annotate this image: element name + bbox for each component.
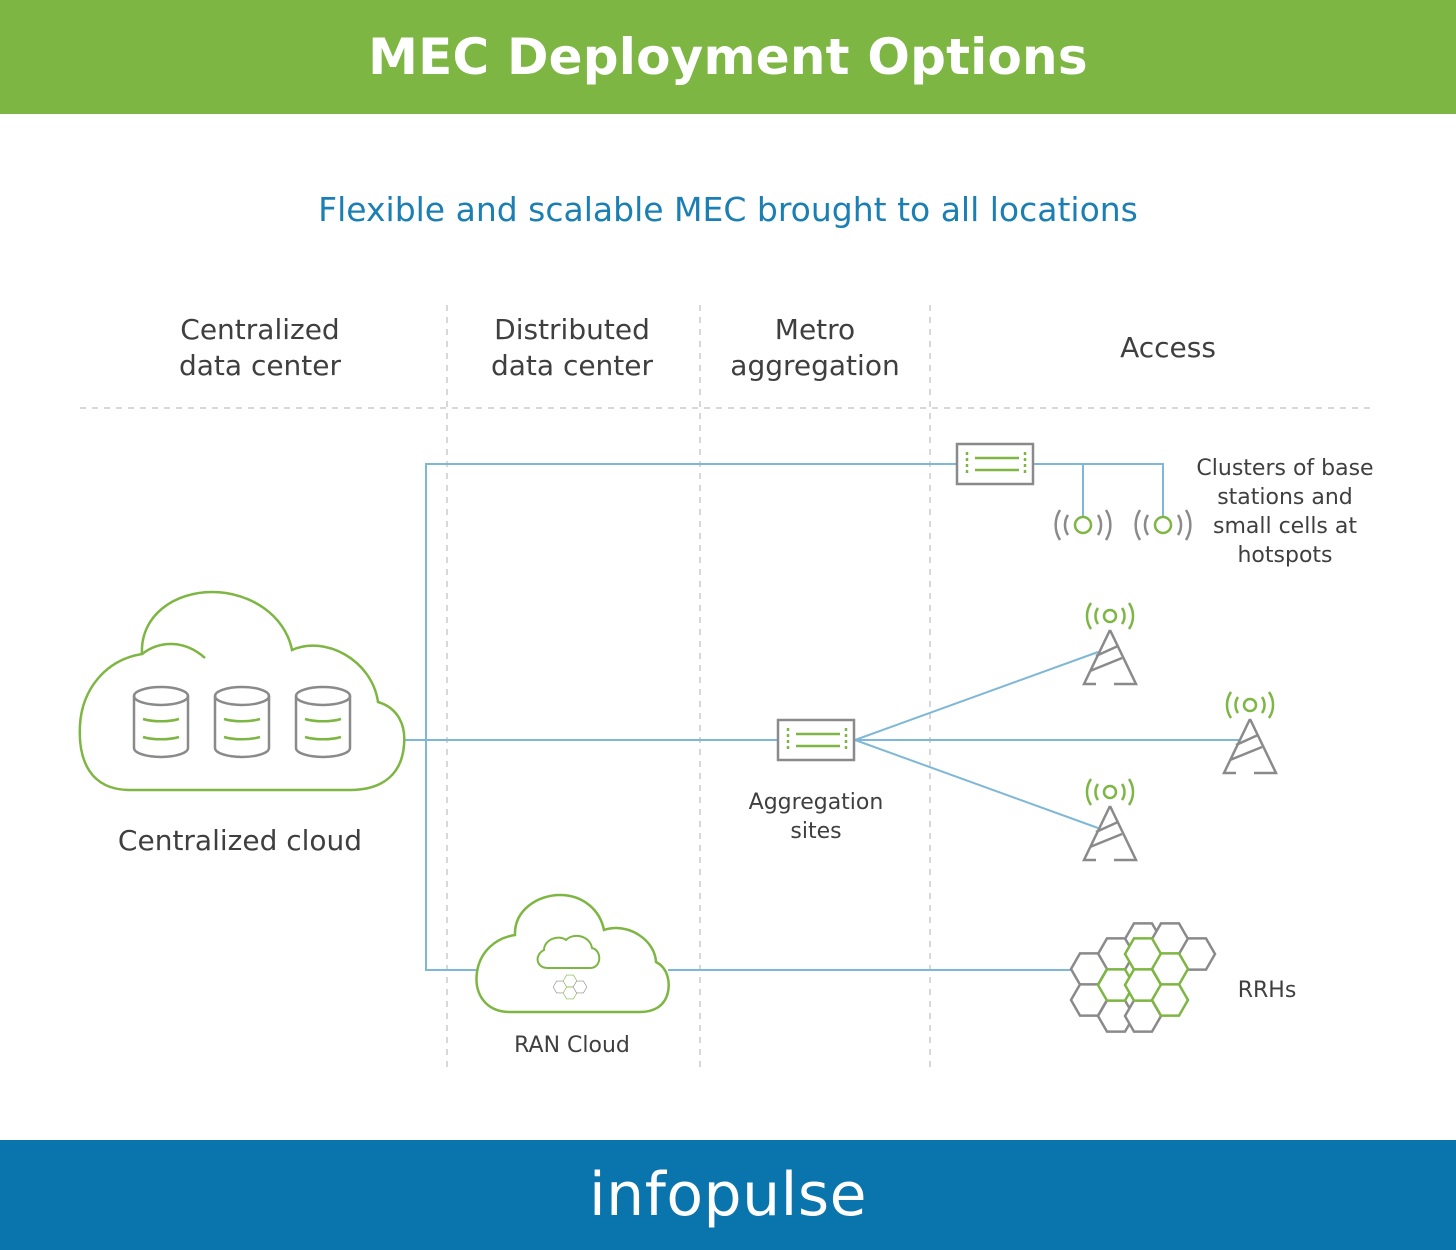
- subtitle: Flexible and scalable MEC brought to all…: [318, 190, 1138, 229]
- centralized-cloud-label: Centralized cloud: [117, 824, 363, 857]
- footer-banner: infopulse: [0, 1140, 1456, 1250]
- label-line: Aggregation: [748, 790, 884, 815]
- column-header-line: Centralized: [180, 313, 340, 346]
- column-header-metro: Metro aggregation: [700, 312, 930, 384]
- server-rack-icon: [776, 718, 856, 762]
- aggregation-sites-label: Aggregation sites: [716, 788, 916, 846]
- server-rack-icon: [955, 442, 1035, 486]
- column-header-line: Distributed: [494, 313, 650, 346]
- ran-cloud-icon: [475, 893, 670, 1014]
- cell-tower-icon: [1082, 777, 1138, 862]
- hexagon-grid-icon: [1069, 922, 1217, 1033]
- cell-tower-icon: [1082, 601, 1138, 686]
- column-header-line: aggregation: [730, 349, 900, 382]
- label-line: Clusters of base: [1196, 456, 1374, 481]
- page-title: MEC Deployment Options: [368, 28, 1088, 86]
- clusters-label: Clusters of base stations and small cell…: [1190, 454, 1380, 570]
- column-header-line: Access: [1120, 331, 1216, 364]
- label-line: small cells at: [1212, 514, 1357, 539]
- centralized-cloud-icon: [78, 590, 406, 792]
- grid-lines: [80, 305, 1370, 1070]
- label-line: hotspots: [1237, 543, 1333, 568]
- column-header-centralized: Centralized data center: [140, 312, 380, 384]
- cell-tower-icon: [1222, 690, 1278, 775]
- column-header-access: Access: [1068, 330, 1268, 366]
- label-line: sites: [790, 819, 842, 844]
- column-header-line: data center: [178, 349, 342, 382]
- connection-lines: [403, 463, 1240, 971]
- brand-logo: infopulse: [589, 1160, 867, 1230]
- label-line: stations and: [1217, 485, 1353, 510]
- rrhs-label: RRHs: [1237, 978, 1297, 1003]
- header-banner: MEC Deployment Options: [0, 0, 1456, 114]
- column-header-distributed: Distributed data center: [452, 312, 692, 384]
- ran-cloud-label: RAN Cloud: [514, 1033, 630, 1058]
- column-header-line: Metro: [774, 313, 856, 346]
- column-header-line: data center: [490, 349, 654, 382]
